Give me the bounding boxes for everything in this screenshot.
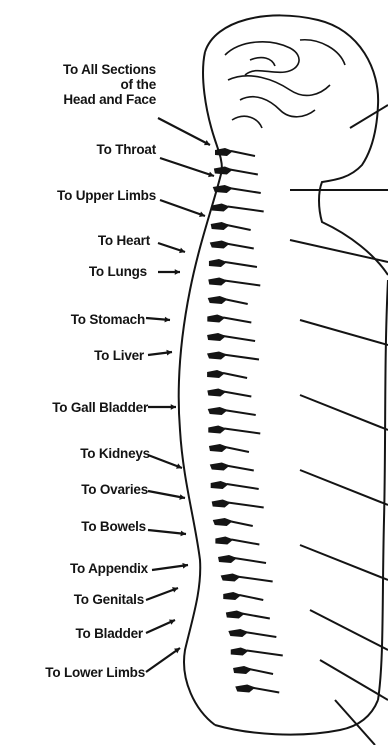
arrow-head [175, 269, 180, 275]
vertebra [207, 315, 225, 323]
label-heart: To Heart [98, 233, 150, 248]
spinal-nerve [227, 484, 259, 489]
spinal-nerve [228, 207, 264, 212]
label-stomach: To Stomach [71, 312, 145, 327]
spinal-nerve [224, 429, 260, 434]
label-bladder: To Bladder [75, 626, 143, 641]
vertebra [212, 204, 230, 212]
spinal-nerve [244, 632, 276, 637]
vertebra [207, 370, 225, 378]
label-bowels: To Bowels [81, 519, 146, 534]
vertebra [208, 426, 226, 434]
nerve-arrow [148, 530, 186, 534]
arrow-head [180, 531, 186, 537]
label-liver: To Liver [94, 348, 144, 363]
nerve-arrow [146, 648, 180, 672]
spinal-nerve [224, 410, 256, 415]
spinal-nerve [228, 503, 264, 508]
label-throat: To Throat [97, 142, 156, 157]
right-leader-lines [290, 105, 388, 745]
spinal-nerve [230, 170, 258, 175]
brain-texture [225, 40, 345, 128]
spinal-nerve [223, 318, 251, 323]
spinal-nerve [225, 262, 257, 267]
vertebra [231, 648, 249, 656]
label-gall-bladder: To Gall Bladder [52, 400, 148, 415]
spinal-nerve [226, 466, 254, 471]
vertebra [209, 259, 227, 267]
spinal-nerve [237, 577, 273, 582]
arrow-head [171, 404, 176, 410]
spinal-nerve [225, 447, 249, 452]
nerve-arrow [148, 455, 182, 468]
buttock-outline [215, 700, 378, 735]
spinal-nerve [249, 669, 273, 674]
label-appendix: To Appendix [70, 561, 148, 576]
nerve-arrow [160, 158, 214, 176]
nerve-arrow [148, 491, 185, 498]
nerve-arrow [158, 118, 210, 145]
label-head-face: To All Sections of the Head and Face [63, 62, 156, 107]
vertebra [223, 592, 241, 600]
nerve-arrow [152, 565, 188, 570]
spinal-column [207, 148, 283, 693]
spinal-nerve [224, 299, 248, 304]
arrow-head [165, 317, 170, 323]
spinal-nerve [239, 595, 263, 600]
spinal-nerve [229, 188, 261, 193]
left-leader-arrows [146, 118, 214, 672]
spinal-nerve [231, 540, 259, 545]
body-outline [205, 15, 388, 275]
spinal-nerve [226, 244, 254, 249]
spinal-nerve [227, 225, 251, 230]
spinal-nerve [223, 336, 255, 341]
spinal-nerve [242, 614, 270, 619]
spinal-nerve [223, 392, 251, 397]
label-kidneys: To Kidneys [80, 446, 150, 461]
spinal-nerve [231, 151, 255, 156]
label-lungs: To Lungs [89, 264, 147, 279]
label-upper-limbs: To Upper Limbs [57, 188, 156, 203]
spinal-nerve [251, 688, 279, 693]
spinal-nerve [247, 651, 283, 656]
label-lower-limbs: To Lower Limbs [45, 665, 145, 680]
spinal-nerve [223, 373, 247, 378]
spinal-nerve [224, 281, 260, 286]
nerve-arrow [160, 200, 205, 216]
spinal-nerve [223, 355, 259, 360]
label-genitals: To Genitals [74, 592, 144, 607]
vertebra [211, 481, 229, 489]
spinal-nerve [229, 521, 253, 526]
label-ovaries: To Ovaries [81, 482, 148, 497]
spinal-nerve [234, 558, 266, 563]
vertebra [215, 537, 233, 545]
